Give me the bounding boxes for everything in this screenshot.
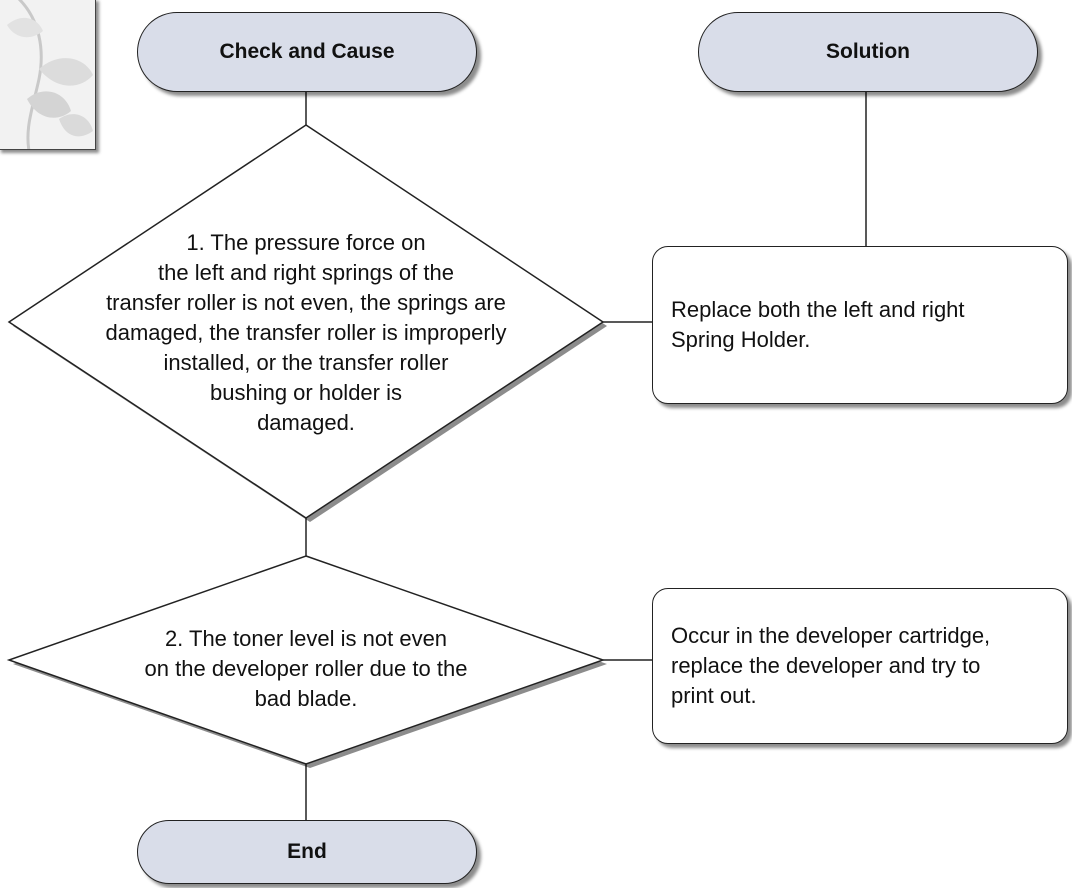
step1-line: damaged.	[257, 410, 355, 435]
end-terminator: End	[137, 820, 477, 884]
step1-solution-line: Spring Holder.	[671, 327, 811, 352]
step2-line: 2. The toner level is not even	[164, 626, 448, 651]
step2-cause-text: 2. The toner level is not even on the de…	[60, 624, 552, 714]
check-and-cause-label: Check and Cause	[219, 40, 395, 63]
solution-header: Solution	[698, 12, 1038, 92]
step1-line: bushing or holder is	[209, 380, 402, 405]
step1-line: transfer roller is not even, the springs…	[106, 290, 506, 315]
step2-solution-line: print out.	[671, 683, 757, 708]
step2-solution-line: replace the developer and try to	[671, 653, 981, 678]
solution-label: Solution	[826, 40, 910, 63]
step1-line: damaged, the transfer roller is improper…	[105, 320, 507, 345]
decision-diamond-2	[6, 555, 607, 768]
check-and-cause-header: Check and Cause	[137, 12, 477, 92]
step1-line: installed, or the transfer roller	[163, 350, 449, 375]
step2-solution-line: Occur in the developer cartridge,	[671, 623, 991, 648]
step2-line: on the developer roller due to the	[144, 656, 468, 681]
step1-line: 1. The pressure force on	[186, 230, 426, 255]
step1-solution-line: Replace both the left and right	[671, 297, 965, 322]
decorative-flower-image	[0, 0, 96, 150]
step1-cause-text: 1. The pressure force on the left and ri…	[40, 228, 572, 438]
step2-solution-box: Occur in the developer cartridge, replac…	[652, 588, 1068, 744]
end-label: End	[287, 840, 327, 863]
step1-solution-box: Replace both the left and right Spring H…	[652, 246, 1068, 404]
step2-line: bad blade.	[254, 686, 358, 711]
step1-line: the left and right springs of the	[158, 260, 454, 285]
decision-diamond-1	[7, 124, 607, 522]
